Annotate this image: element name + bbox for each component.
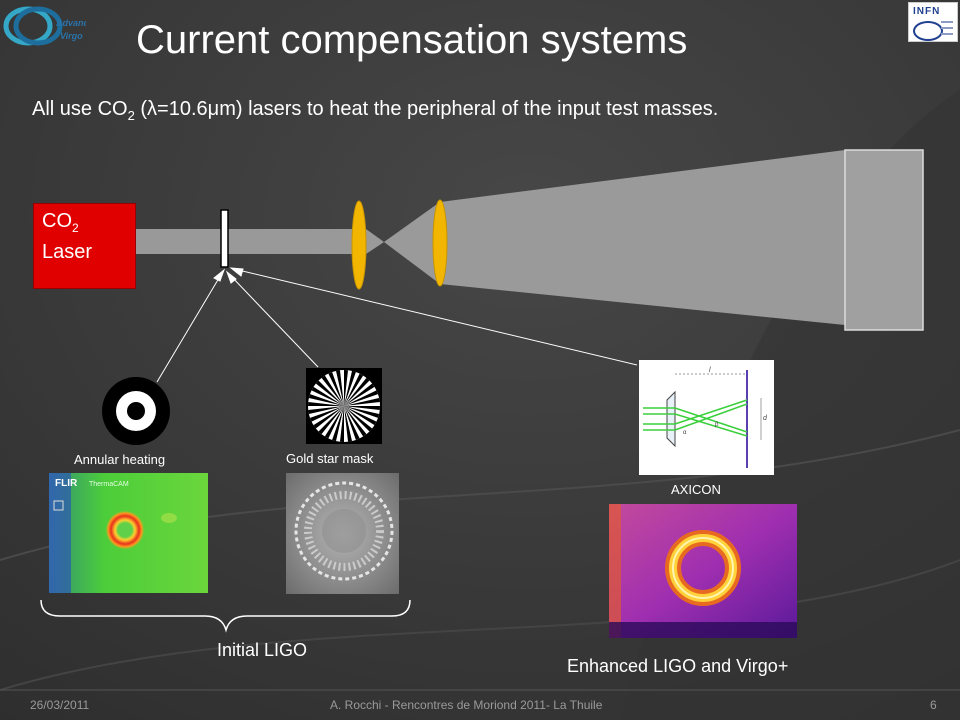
annular-heating-label: Annular heating [74,452,166,467]
annular-heating-pattern [102,377,170,445]
test-mass-mirror [844,149,924,331]
laser-beam [136,229,366,254]
gold-star-mask-image [306,368,382,444]
beam-diverging-cone [384,202,440,284]
arrow-star [229,274,319,368]
arrow-annular [156,272,223,383]
infn-logo: INFN [908,2,958,42]
lens-2 [432,199,448,287]
arrow-annular-head [213,268,226,282]
slide-title: Current compensation systems [136,18,688,62]
arrow-star-head [225,270,237,284]
enhanced-ligo-caption: Enhanced LIGO and Virgo+ [567,656,789,676]
slide-subtitle: All use CO2 (λ=10.6μm) lasers to heat th… [32,98,719,123]
axicon-label: AXICON [671,482,721,497]
arrow-axicon [233,268,638,366]
arrow-axicon-head [229,267,244,277]
footer-page-number: 6 [930,698,937,712]
svg-text:d: d [763,415,768,422]
svg-text:l: l [709,367,711,374]
lens-1 [351,200,367,290]
footer-center: A. Rocchi - Rencontres de Moriond 2011- … [330,698,603,712]
infn-logo-text: INFN [913,6,941,17]
co2-laser-box [33,203,136,289]
logo-text-advanced: Advanced [55,18,86,28]
svg-text:α: α [683,430,687,436]
logo-text-virgo: Virgo [60,31,83,41]
footer-date: 26/03/2011 [30,698,90,712]
initial-ligo-caption: Initial LIGO [217,640,308,660]
star-mask-photo [286,473,399,594]
initial-ligo-brace [40,599,411,633]
axicon-diagram: l d α β [639,360,774,475]
gold-star-mask-label: Gold star mask [286,451,374,466]
flir-thermal-image: FLIR ThermaCAM [49,473,208,593]
advanced-virgo-logo: Advanced Virgo [3,6,86,46]
enhanced-ligo-thermal-image [609,504,797,638]
mask-element [220,209,229,268]
beam-focus-cone [366,229,384,254]
flir-sub-text: ThermaCAM [89,481,129,488]
svg-text:β: β [715,422,719,428]
flir-logo-text: FLIR [55,478,78,489]
beam-expanded [440,150,845,325]
